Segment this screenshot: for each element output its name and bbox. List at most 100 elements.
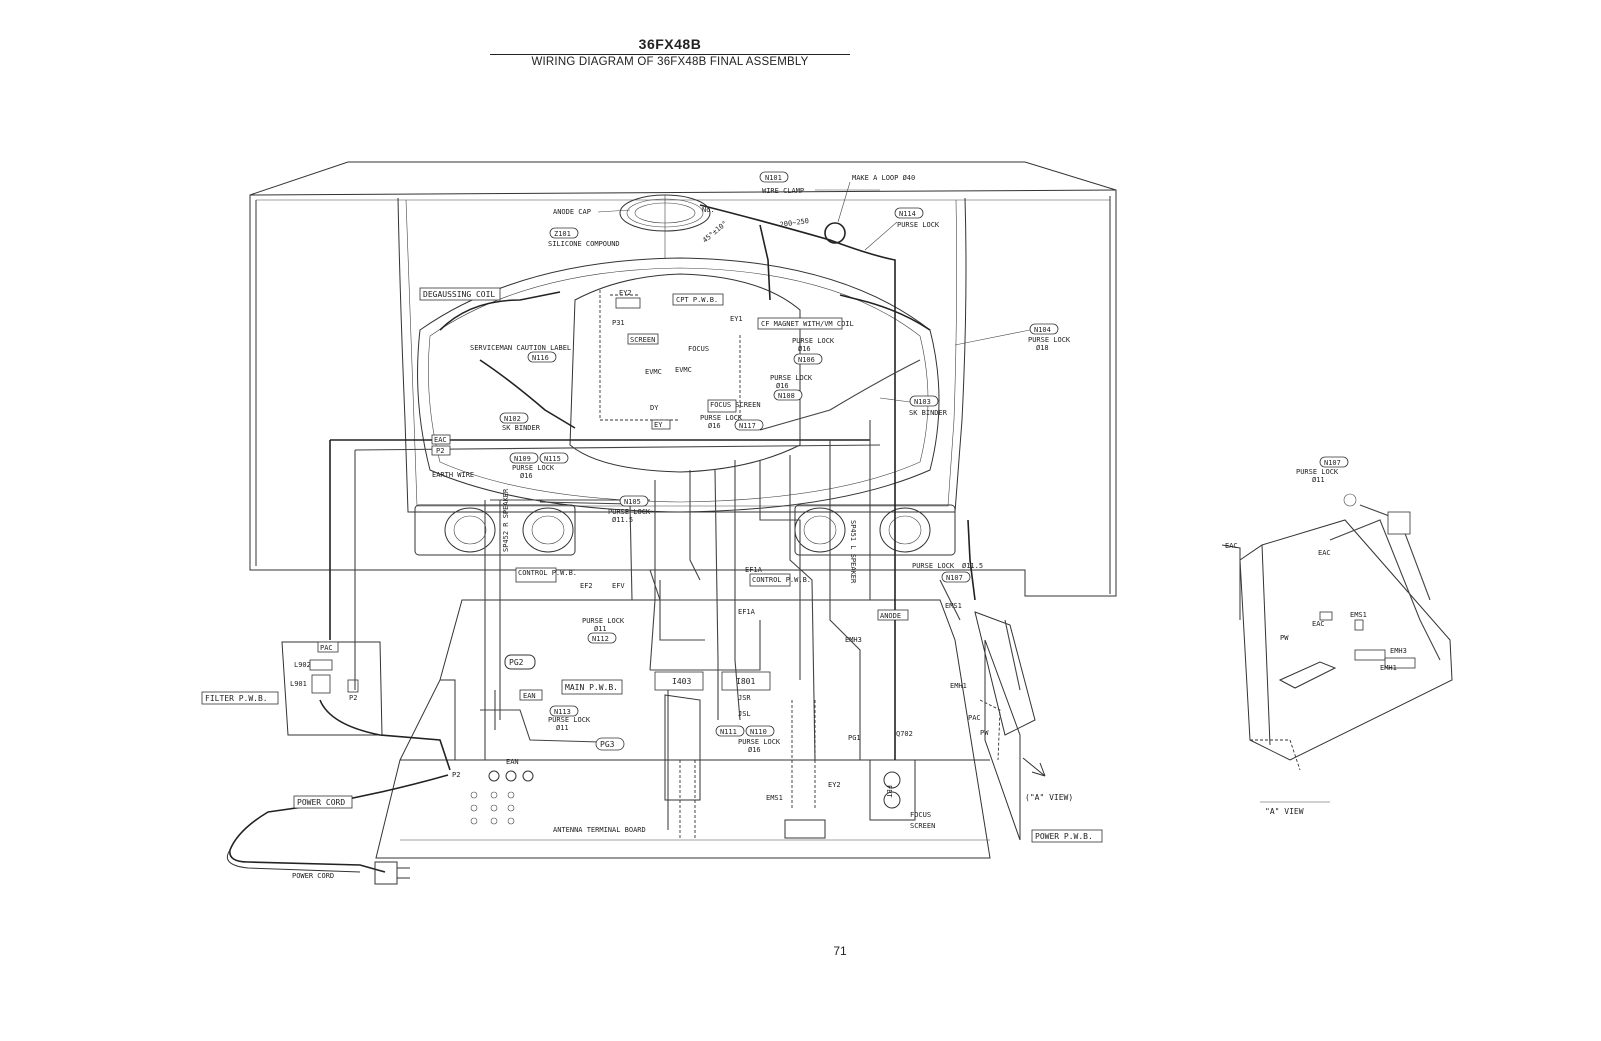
n117-label: N117 bbox=[739, 422, 756, 430]
control-pwb-label: CONTROL P.W.B. bbox=[518, 569, 577, 577]
purse-lock-16b-label: PURSE LOCK bbox=[770, 374, 813, 382]
jsl-label: JSL bbox=[738, 710, 751, 718]
angle-label: 45°±10° bbox=[701, 219, 729, 244]
sp451-label: SP451 L SPEAKER bbox=[849, 520, 857, 584]
ey2-bottom-label: EY2 bbox=[828, 781, 841, 789]
p2-label-chassis: P2 bbox=[452, 771, 460, 779]
purse-lock-n105-label: PURSE LOCK bbox=[608, 508, 651, 516]
ean-label: EAN bbox=[523, 692, 536, 700]
power-cord-label-2: POWER CORD bbox=[292, 872, 334, 880]
a-view-arrow-label: ("A" VIEW) bbox=[1025, 793, 1073, 802]
emh1-label: EMH1 bbox=[950, 682, 967, 690]
purse-lock-n110-label: PURSE LOCK bbox=[738, 738, 781, 746]
screen-label: SCREEN bbox=[630, 336, 655, 344]
emh3-label: EMH3 bbox=[845, 636, 862, 644]
purse-lock-n107-label: PURSE LOCK bbox=[912, 562, 955, 570]
d16d-label: Ø16 bbox=[520, 472, 533, 480]
subtitle: WIRING DIAGRAM OF 36FX48B FINAL ASSEMBLY bbox=[531, 56, 809, 68]
n113-label: N113 bbox=[554, 708, 571, 716]
n114-label: N114 bbox=[899, 210, 916, 218]
emh1-inset-label: EMH1 bbox=[1380, 664, 1397, 672]
speaker-left bbox=[794, 504, 956, 556]
purse-lock-n109-label: PURSE LOCK bbox=[512, 464, 555, 472]
q702-label: Q702 bbox=[896, 730, 913, 738]
anode-label: ANODE bbox=[880, 612, 901, 620]
n109-label: N109 bbox=[514, 455, 531, 463]
antenna-label: ANTENNA TERMINAL BOARD bbox=[553, 826, 646, 834]
d16e-label: Ø16 bbox=[748, 746, 761, 754]
p2-label: P2 bbox=[436, 447, 444, 455]
purse-lock-n112-label: PURSE LOCK bbox=[582, 617, 625, 625]
n107-inset-label: N107 bbox=[1324, 459, 1341, 467]
eac-inset-label-3: EAC bbox=[1312, 620, 1325, 628]
wire-clamp-label: WIRE CLAMP bbox=[762, 187, 804, 195]
p2-label-filter: P2 bbox=[349, 694, 357, 702]
n105-label: N105 bbox=[624, 498, 641, 506]
n112-label: N112 bbox=[592, 635, 609, 643]
efv-label: EFV bbox=[612, 582, 625, 590]
speaker-right bbox=[414, 504, 576, 556]
make-loop-label: MAKE A LOOP Ø40 bbox=[852, 174, 915, 182]
ems1-bottom-label: EMS1 bbox=[766, 794, 783, 802]
ef1a-label: EF1A bbox=[745, 566, 763, 574]
eac-inset-label: EAC bbox=[1225, 542, 1238, 550]
control-pwb-2-label: CONTROL P.W.B. bbox=[752, 576, 811, 584]
filter-pwb-label: FILTER P.W.B. bbox=[205, 694, 268, 703]
purse-lock-16-label: PURSE LOCK bbox=[792, 337, 835, 345]
n104-label: N104 bbox=[1034, 326, 1051, 334]
page-number: 71 bbox=[833, 944, 847, 958]
anode-cap bbox=[619, 194, 711, 258]
cpt-pwb-label: CPT P.W.B. bbox=[676, 296, 718, 304]
n108-label: N108 bbox=[778, 392, 795, 400]
pg2-label: PG2 bbox=[509, 658, 524, 667]
fbt-label: FBT bbox=[885, 785, 893, 798]
n115-label: N115 bbox=[544, 455, 561, 463]
eac-inset-label-2: EAC bbox=[1318, 549, 1331, 557]
n107-label: N107 bbox=[946, 574, 963, 582]
n102-label: N102 bbox=[504, 415, 521, 423]
ey1-label: EY1 bbox=[730, 315, 743, 323]
evmc-label: EVMC bbox=[645, 368, 662, 376]
earth-wire-label: EARTH WIRE bbox=[432, 471, 474, 479]
d16c-label: Ø16 bbox=[708, 422, 721, 430]
evmc-label-2: EVMC bbox=[675, 366, 692, 374]
degaussing-label: DEGAUSSING COIL bbox=[423, 290, 495, 299]
n111-label: N111 bbox=[720, 728, 737, 736]
model-title: 36FX48B bbox=[638, 36, 702, 52]
cf-magnet-label: CF MAGNET WITH/VM COIL bbox=[761, 320, 854, 328]
emh3-inset-label: EMH3 bbox=[1390, 647, 1407, 655]
pac-label: PAC bbox=[320, 644, 333, 652]
purse-lock-n113-label: PURSE LOCK bbox=[548, 716, 591, 724]
power-pwb-label: POWER P.W.B. bbox=[1035, 832, 1093, 841]
n110-label: N110 bbox=[750, 728, 767, 736]
sp452-label: SP452 R SPEAKER bbox=[502, 488, 510, 552]
i801-label: I801 bbox=[736, 677, 755, 686]
cabinet-outline bbox=[249, 161, 1117, 597]
focus-screen-label: FOCUS SCREEN bbox=[710, 401, 761, 409]
antenna-board: ANTENNA TERMINAL BOARD bbox=[470, 770, 646, 834]
dim-250-label: 200~250 bbox=[779, 217, 809, 229]
i403-label: I403 bbox=[672, 677, 691, 686]
chassis-frame bbox=[375, 599, 991, 859]
purse-lock-top-label: PURSE LOCK bbox=[897, 221, 940, 229]
eac-label: EAC bbox=[434, 436, 447, 444]
main-pwb-label: MAIN P.W.B. bbox=[565, 683, 618, 692]
ef2-label: EF2 bbox=[580, 582, 593, 590]
l901-label: L901 bbox=[290, 680, 307, 688]
d16b-label: Ø16 bbox=[776, 382, 789, 390]
pac-label-2: PAC bbox=[968, 714, 981, 722]
header: 36FX48B WIRING DIAGRAM OF 36FX48B FINAL … bbox=[480, 36, 860, 68]
d18-label: Ø18 bbox=[1036, 344, 1049, 352]
focus-label: FOCUS bbox=[688, 345, 709, 353]
ey2-top-label: EY2 bbox=[619, 289, 632, 297]
pw-label: PW bbox=[980, 729, 989, 737]
ef1a-label-2: EF1A bbox=[738, 608, 756, 616]
power-cord-label: POWER CORD bbox=[297, 798, 345, 807]
dy-label: DY bbox=[650, 404, 659, 412]
fbt-area: FBT FOCUS SCREEN bbox=[869, 759, 935, 830]
silicone-label: SILICONE COMPOUND bbox=[548, 240, 620, 248]
d115b-label: Ø11.5 bbox=[962, 562, 983, 570]
title-rule bbox=[490, 54, 850, 55]
anode-cap-label: ANODE CAP bbox=[553, 208, 591, 216]
n116-label: N116 bbox=[532, 354, 549, 362]
